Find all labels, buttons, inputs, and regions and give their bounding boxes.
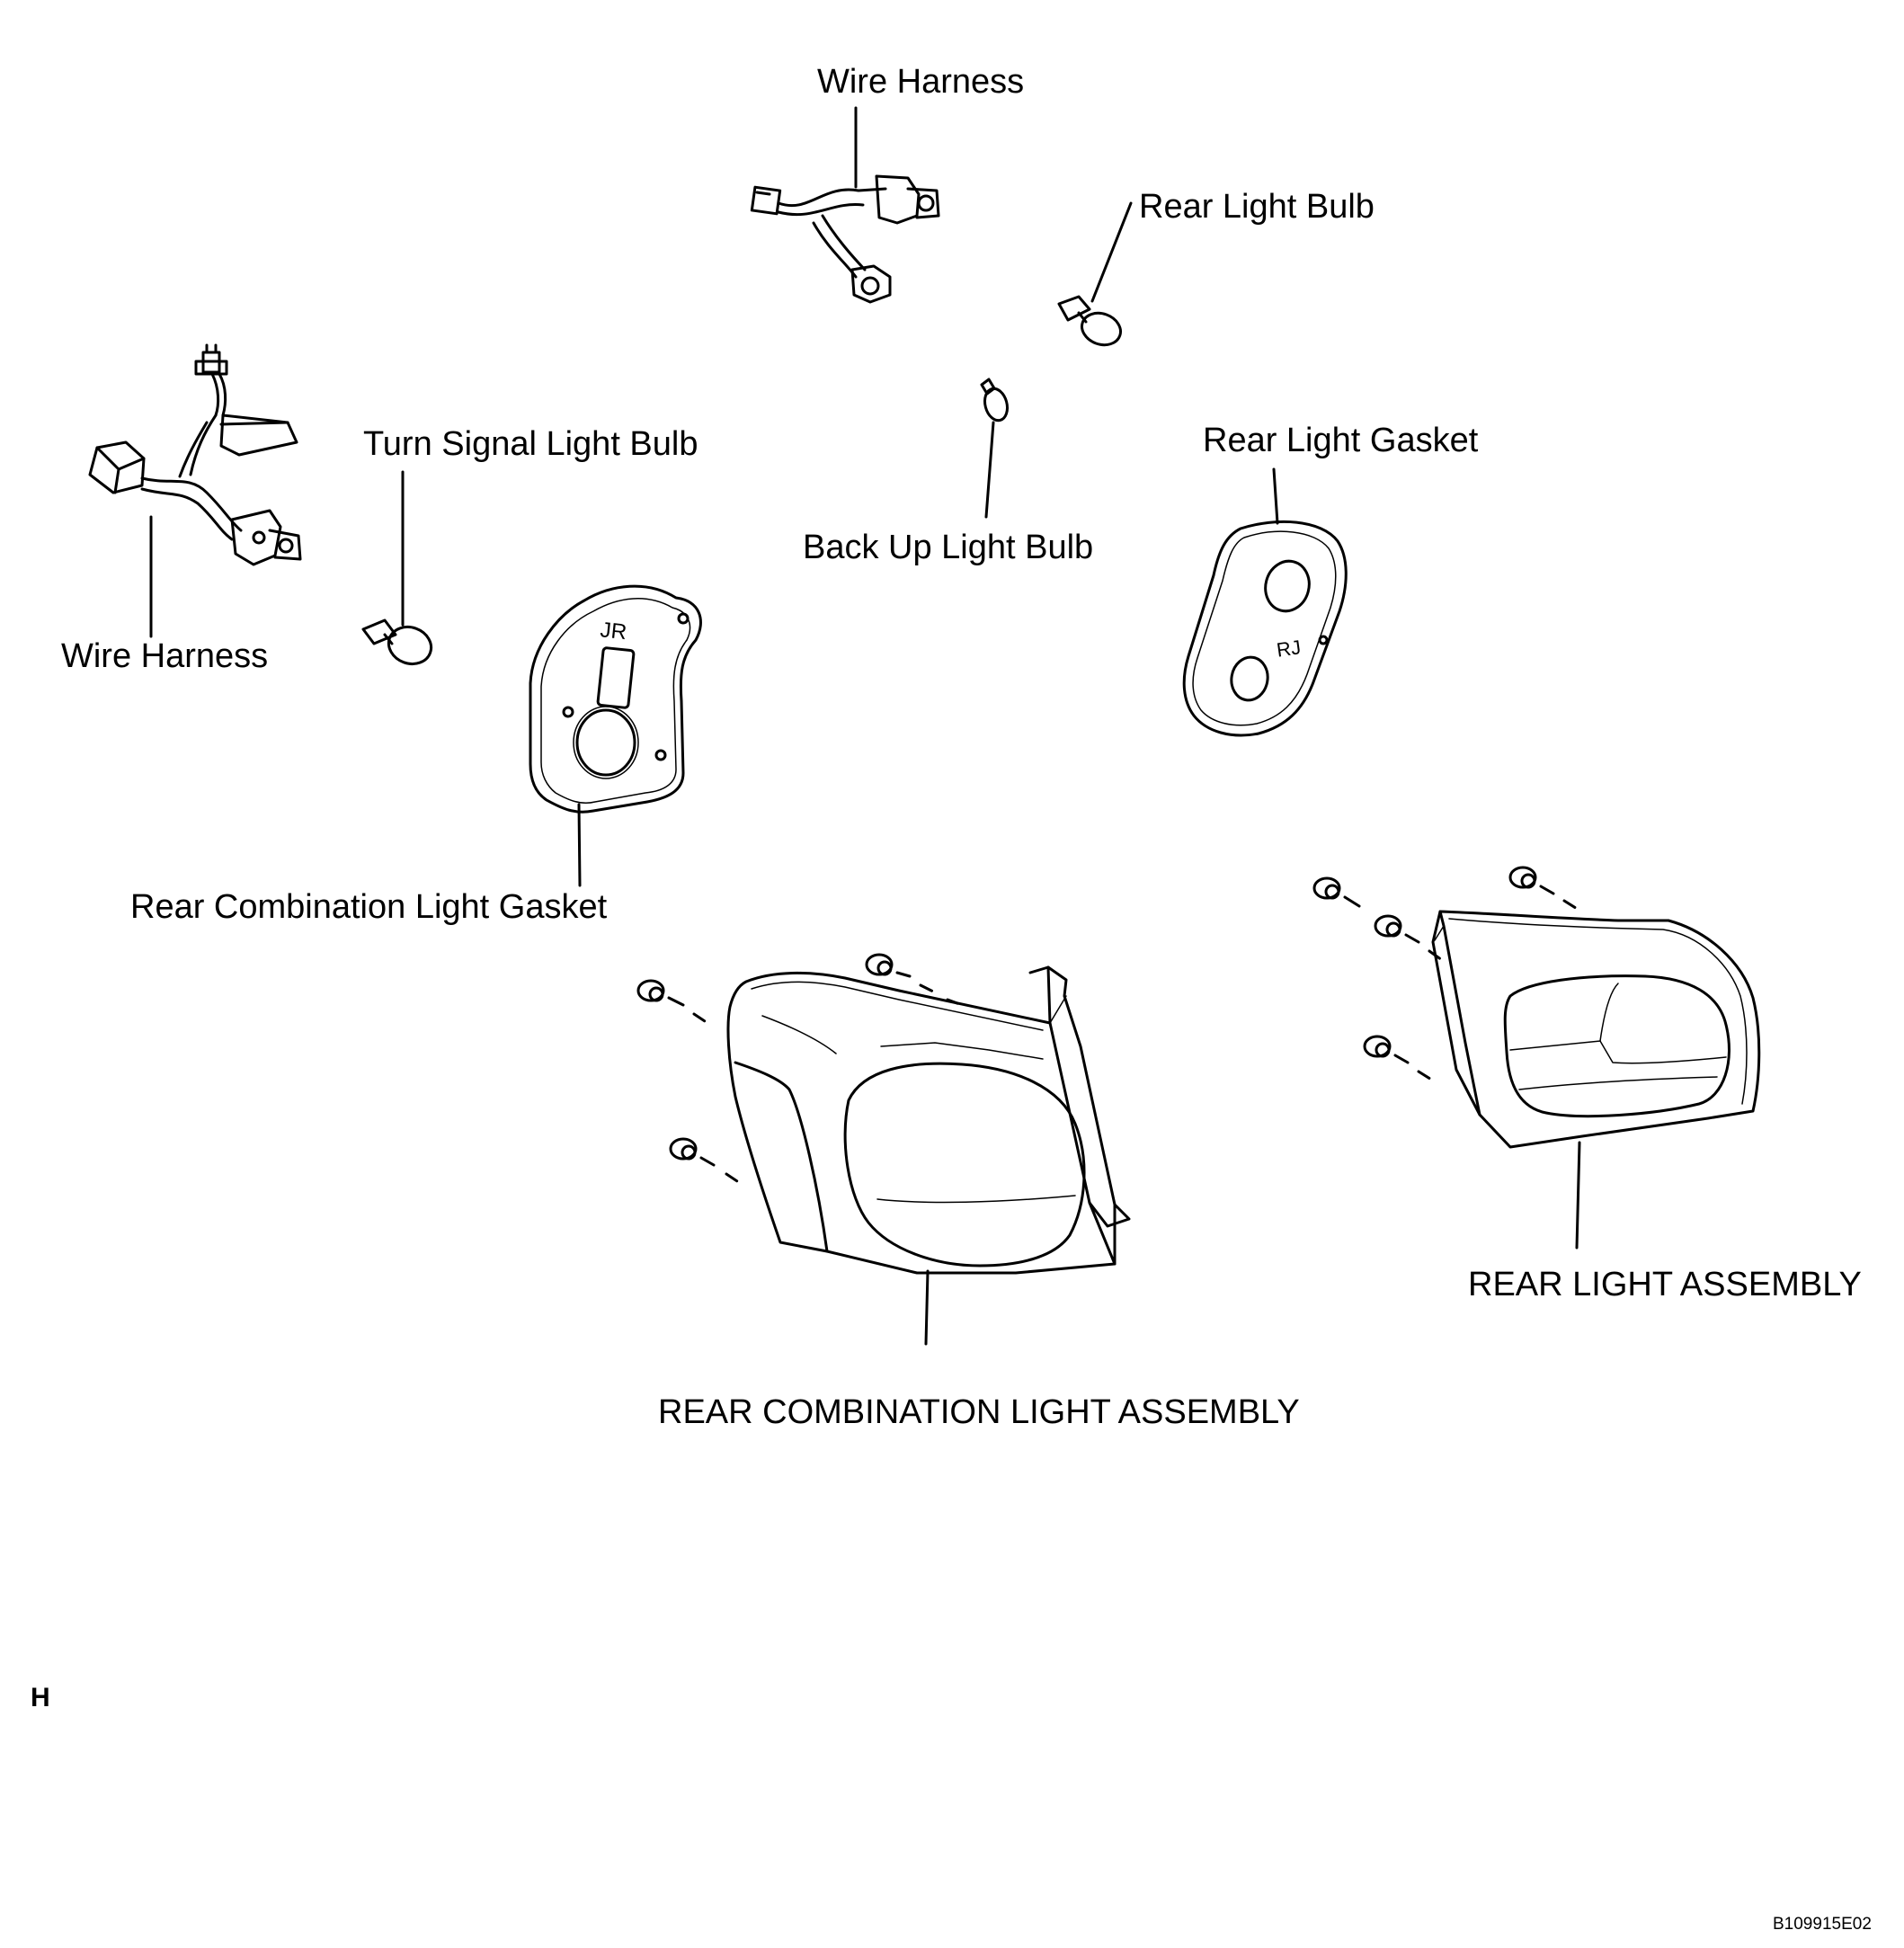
nut <box>865 953 964 1007</box>
nut <box>1312 876 1361 908</box>
corner-mark: H <box>31 1683 50 1712</box>
nut <box>1508 866 1580 912</box>
rear-light-assembly <box>1431 910 1761 1149</box>
rear-light-bulb <box>1057 295 1122 347</box>
svg-text:JR: JR <box>599 618 627 645</box>
wire-harness-left <box>88 343 302 566</box>
label-rear-combination-light-gasket: Rear Combination Light Gasket <box>130 888 608 926</box>
label-wire-harness-top: Wire Harness <box>817 63 1025 101</box>
label-wire-harness-left: Wire Harness <box>61 637 269 675</box>
turn-signal-light-bulb <box>361 618 433 666</box>
label-rear-combination-light-assembly: REAR COMBINATION LIGHT ASSEMBLY <box>658 1393 1300 1431</box>
svg-text:RJ: RJ <box>1276 636 1303 661</box>
figure-code: B109915E02 <box>1773 1915 1872 1934</box>
label-rear-light-bulb: Rear Light Bulb <box>1139 188 1375 226</box>
label-rear-light-assembly: REAR LIGHT ASSEMBLY <box>1468 1266 1862 1303</box>
rear-light-gasket: RJ <box>1182 520 1348 737</box>
nut <box>669 1137 744 1187</box>
rear-combination-light-gasket: JR <box>529 584 702 814</box>
label-back-up-light-bulb: Back Up Light Bulb <box>803 529 1094 566</box>
rear-combination-light-assembly <box>726 965 1131 1275</box>
wire-harness-top <box>750 174 940 304</box>
label-turn-signal-light-bulb: Turn Signal Light Bulb <box>363 425 698 463</box>
nuts-rear-combination <box>636 953 964 1187</box>
nuts-rear-light <box>1312 866 1580 1082</box>
nut <box>1363 1035 1435 1082</box>
back-up-light-bulb <box>980 378 1009 423</box>
leader-lines <box>149 106 1581 1346</box>
nut <box>1374 914 1444 962</box>
label-rear-light-gasket: Rear Light Gasket <box>1203 422 1479 459</box>
nut <box>636 979 712 1027</box>
